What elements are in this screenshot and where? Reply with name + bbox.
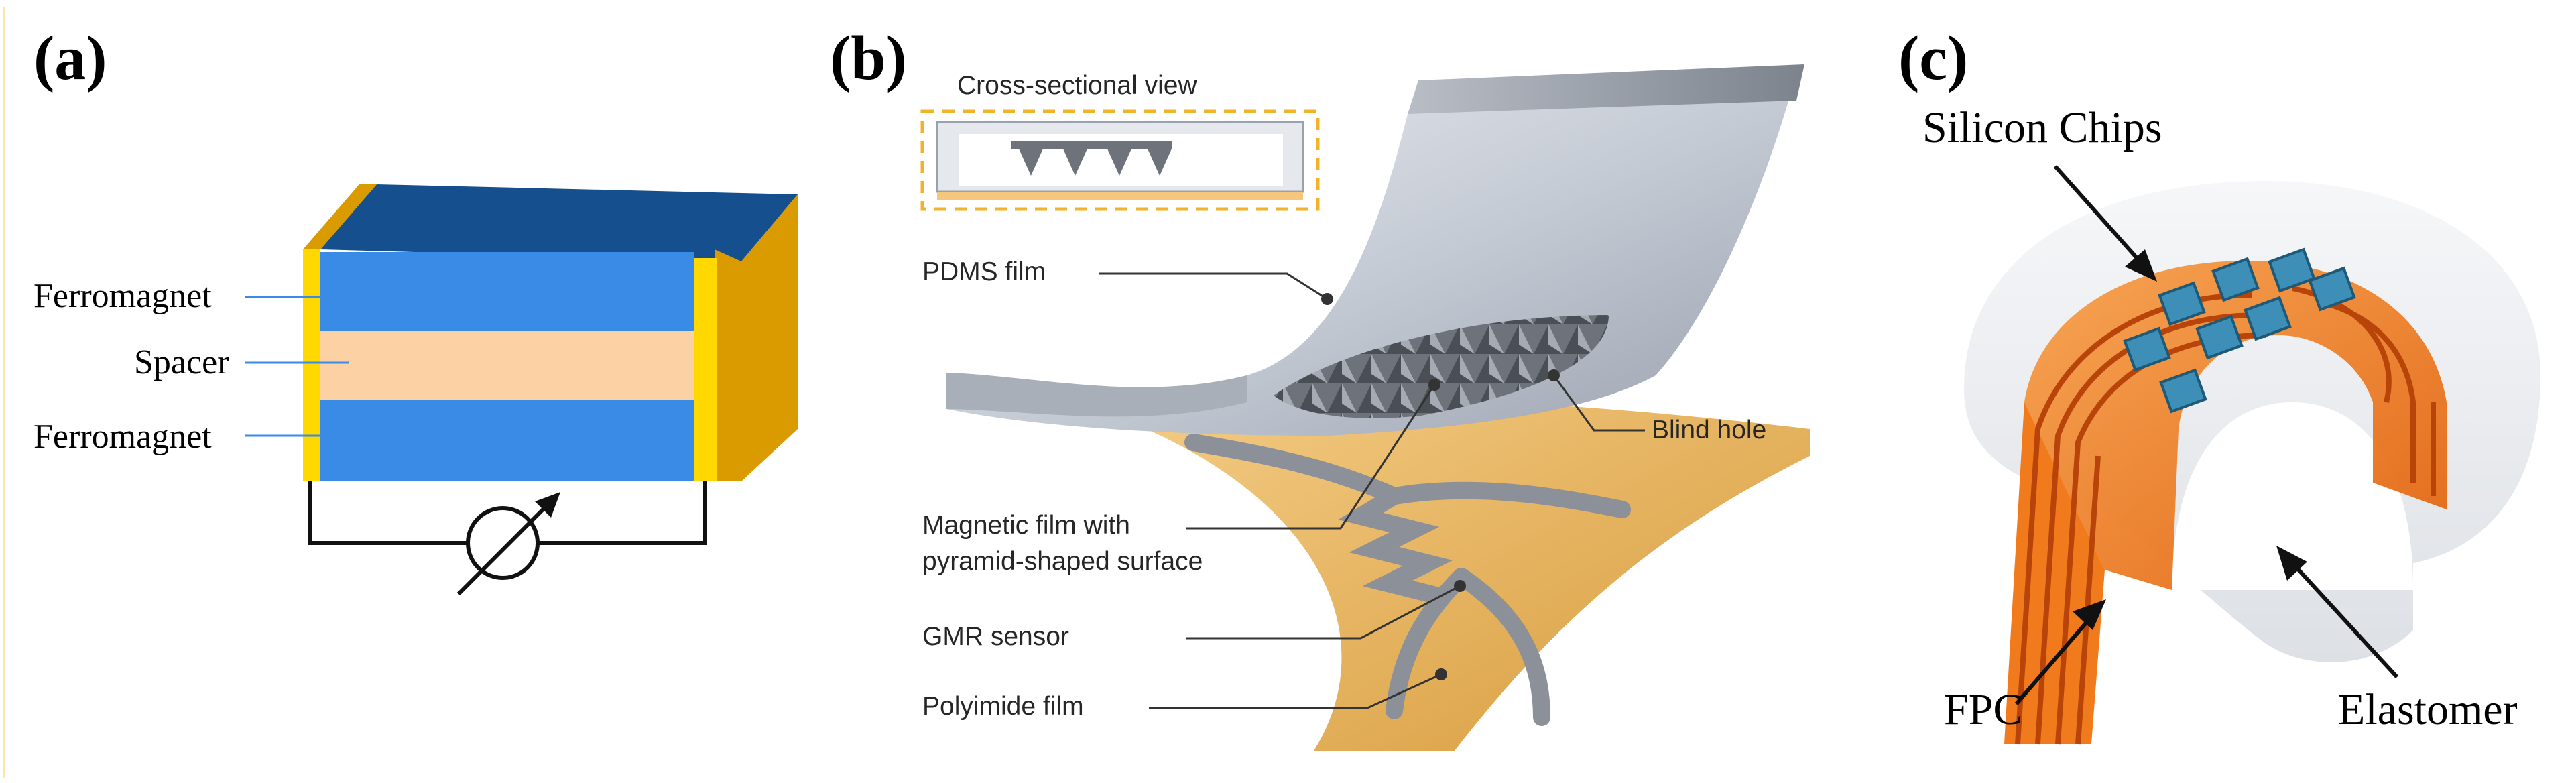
leader-magnetic-film-dot: [1428, 379, 1440, 391]
label-ferromagnet-top: Ferromagnet: [34, 277, 212, 315]
arrow-fpc: [2014, 599, 2106, 705]
label-magnetic-film-line1: Magnetic film with: [922, 511, 1130, 540]
ferromagnet-bottom-layer: [320, 400, 694, 481]
label-pdms-film: PDMS film: [922, 257, 1046, 286]
leader-pdms-film: [1099, 272, 1328, 300]
circuit-wire-right: [536, 481, 707, 545]
leader-gmr-sensor: [1186, 585, 1461, 640]
leader-gmr-sensor-dot: [1454, 580, 1466, 592]
dome-arch-opening: [2172, 402, 2413, 590]
label-gmr-sensor: GMR sensor: [922, 622, 1069, 651]
leader-magnetic-film: [1186, 384, 1436, 530]
panel-c-letter: (c): [1898, 23, 1968, 93]
leader-blind-hole: [1552, 375, 1645, 432]
pdms-film-front-edge: [946, 373, 1247, 417]
arrow-elastomer: [2276, 546, 2399, 679]
leader-polyimide-film-dot: [1435, 668, 1447, 680]
label-blind-hole: Blind hole: [1652, 416, 1766, 444]
spacer-layer: [320, 331, 694, 400]
circuit-wire-left: [308, 481, 469, 545]
arrow-silicon-chips: [2053, 165, 2157, 282]
label-fpc: FPC: [1944, 685, 2022, 734]
panel-c: (c) Silicon Chips: [1898, 23, 2540, 745]
right-electrode-front: [694, 258, 717, 481]
stack-top-face: [320, 184, 798, 261]
magnetic-pyramid-surface: [1274, 315, 1609, 418]
panel-a-letter: (a): [34, 23, 107, 93]
left-electrode-top: [303, 184, 377, 249]
label-silicon-chips: Silicon Chips: [1922, 103, 2162, 152]
pdms-film-edge: [1408, 64, 1804, 114]
label-elastomer: Elastomer: [2338, 685, 2518, 734]
ohmmeter-symbol-icon: [456, 492, 560, 596]
panel-b-letter: (b): [830, 23, 907, 93]
leader-blind-hole-dot: [1548, 369, 1560, 381]
fpc-tail-left: [2004, 402, 2105, 744]
right-electrode-side: [715, 194, 798, 481]
leader-pdms-film-dot: [1321, 293, 1333, 305]
panel-b: (b) Cross-sectional view: [830, 23, 1810, 751]
silicon-chip-array: [2123, 247, 2356, 414]
label-cross-section: Cross-sectional view: [957, 71, 1197, 100]
label-spacer: Spacer: [134, 343, 229, 381]
label-polyimide-film: Polyimide film: [922, 692, 1084, 721]
ferromagnet-top-layer: [320, 252, 694, 331]
panel-a: (a) Ferromagnet Spacer Ferromagnet: [34, 23, 798, 596]
label-ferromagnet-bottom: Ferromagnet: [34, 418, 212, 456]
leader-polyimide-film: [1149, 673, 1442, 709]
polyimide-film-shape: [1146, 397, 1810, 751]
cross-section-inset: [920, 109, 1320, 211]
left-electrode-front: [303, 249, 320, 481]
label-magnetic-film-line2: pyramid-shaped surface: [922, 547, 1203, 576]
